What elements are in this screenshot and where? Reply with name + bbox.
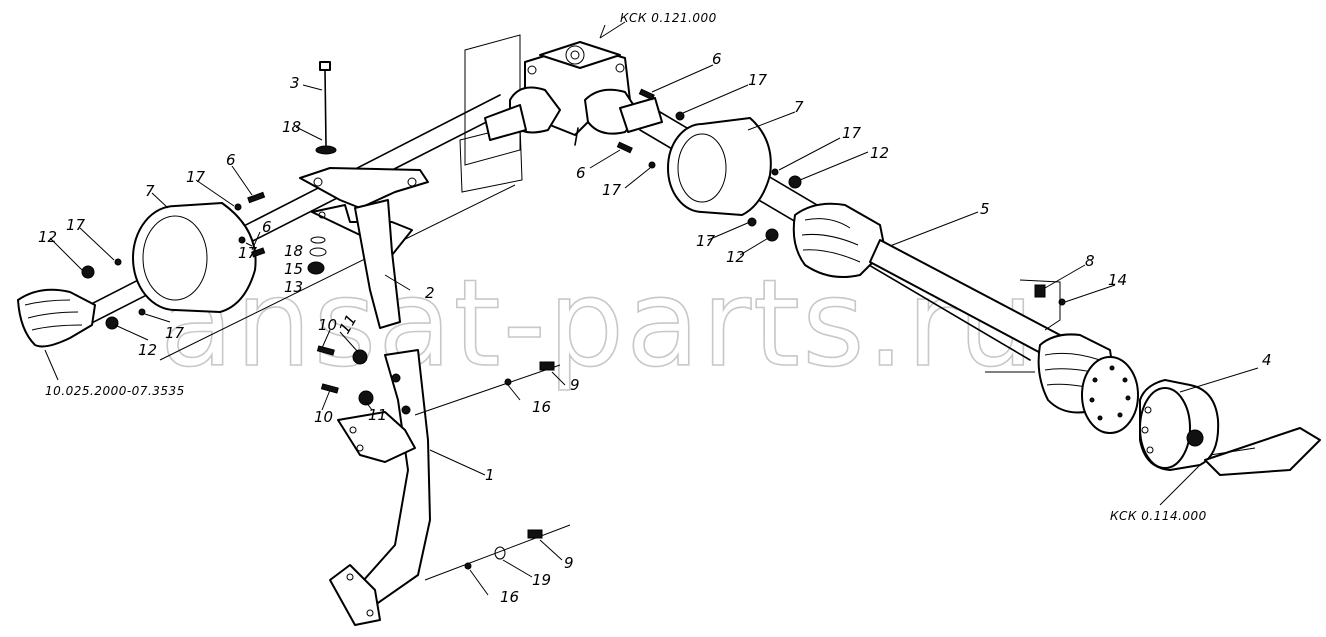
label-part-6-c: 6 bbox=[712, 50, 722, 68]
label-part-8: 8 bbox=[1085, 252, 1095, 270]
label-part-10-b: 10 bbox=[314, 408, 333, 426]
part-number-labels: 1 2 3 4 5 6 6 6 6 7 7 8 9 9 10 10 11 11 … bbox=[38, 50, 1272, 606]
label-part-17-g: 17 bbox=[602, 181, 622, 199]
angle-gearbox bbox=[459, 21, 663, 193]
label-part-9-a: 9 bbox=[570, 376, 580, 394]
label-part-18-b: 18 bbox=[284, 242, 303, 260]
label-part-15: 15 bbox=[284, 260, 303, 278]
label-part-17-e: 17 bbox=[748, 71, 768, 89]
cv-joint-boot bbox=[17, 288, 96, 348]
label-part-17-f: 17 bbox=[842, 124, 862, 142]
label-part-4: 4 bbox=[1262, 351, 1272, 369]
bolt-part-3 bbox=[315, 61, 337, 155]
cv-joint-reference: 10.025.2000-07.3535 bbox=[45, 384, 185, 398]
left-shaft-fasteners bbox=[81, 191, 266, 330]
label-part-6-a: 6 bbox=[226, 151, 236, 169]
right-guard-ring bbox=[667, 117, 772, 216]
label-part-18-a: 18 bbox=[282, 118, 301, 136]
label-part-5: 5 bbox=[980, 200, 990, 218]
label-part-2: 2 bbox=[425, 284, 435, 302]
label-part-3: 3 bbox=[290, 74, 300, 92]
drive-shaft-part-5 bbox=[792, 202, 1061, 359]
pedal-fasteners bbox=[316, 345, 555, 570]
pulley-assembly-reference: КСК 0.114.000 bbox=[1110, 509, 1207, 523]
label-part-16-a: 16 bbox=[532, 398, 551, 416]
gearbox-reference: КСК 0.121.000 bbox=[620, 11, 717, 25]
label-part-17-c: 17 bbox=[66, 216, 86, 234]
label-part-1: 1 bbox=[485, 466, 495, 484]
label-part-11-b: 11 bbox=[368, 406, 387, 424]
label-part-12-b: 12 bbox=[138, 341, 157, 359]
label-part-16-b: 16 bbox=[500, 588, 519, 606]
leader-lines bbox=[44, 24, 1259, 596]
pulley-assembly-part-4 bbox=[1037, 333, 1321, 476]
label-part-6-d: 6 bbox=[576, 164, 586, 182]
label-part-17-h: 17 bbox=[696, 232, 716, 250]
label-part-10-a: 10 bbox=[318, 316, 337, 334]
label-part-7-a: 7 bbox=[145, 182, 155, 200]
washer-stack bbox=[307, 236, 327, 275]
left-guard-ring bbox=[132, 202, 257, 313]
label-part-17-a: 17 bbox=[186, 168, 206, 186]
label-part-6-b: 6 bbox=[262, 218, 272, 236]
label-part-12-a: 12 bbox=[38, 228, 57, 246]
label-part-9-b: 9 bbox=[564, 554, 574, 572]
label-part-12-d: 12 bbox=[726, 248, 745, 266]
label-part-17-d: 17 bbox=[165, 324, 185, 342]
bracket-part-2 bbox=[299, 167, 429, 329]
label-part-12-c: 12 bbox=[870, 144, 889, 162]
pedal-arm-part-1 bbox=[329, 349, 571, 626]
label-part-13: 13 bbox=[284, 278, 303, 296]
label-part-17-b: 17 bbox=[238, 244, 258, 262]
label-part-7-b: 7 bbox=[794, 98, 804, 116]
label-part-19: 19 bbox=[532, 571, 551, 589]
label-part-14: 14 bbox=[1108, 271, 1127, 289]
flange-fasteners bbox=[985, 279, 1066, 373]
right-shaft-fasteners bbox=[616, 88, 802, 242]
